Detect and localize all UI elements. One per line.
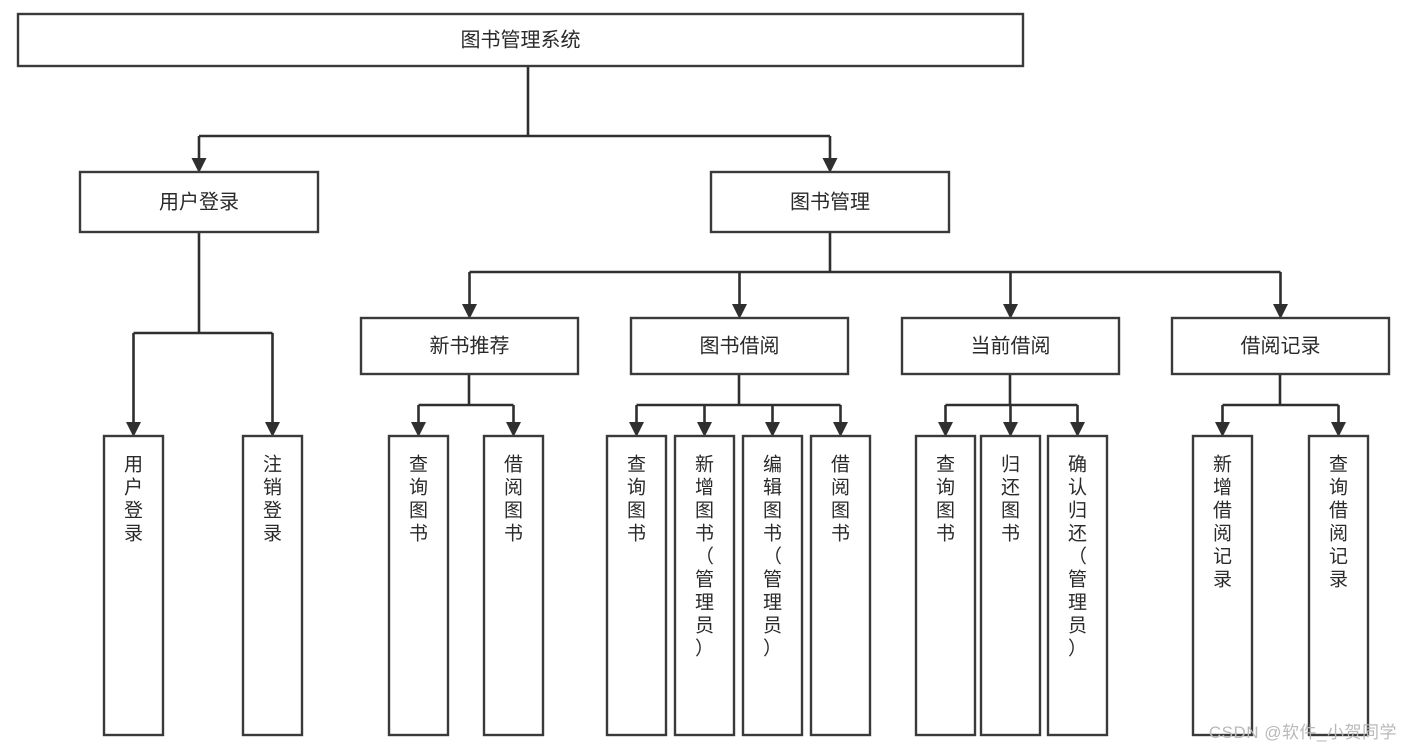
node-layer: 图书管理系统用户登录图书管理新书推荐图书借阅当前借阅借阅记录用户登录注销登录查询…: [16, 12, 1391, 737]
node-label-leaf-edit-book-admin: 编辑图书（管理员）: [763, 454, 782, 660]
node-box-book-borrow[interactable]: [629, 316, 850, 376]
node-leaf-logout-login[interactable]: 注销登录: [241, 434, 304, 737]
node-leaf-add-book-admin[interactable]: 新增图书（管理员）: [673, 434, 736, 737]
node-box-leaf-add-borrow-record[interactable]: [1191, 434, 1254, 737]
node-label-leaf-add-borrow-record: 新增借阅记录: [1213, 454, 1232, 591]
node-box-current-borrow[interactable]: [900, 316, 1121, 376]
node-label-borrow-record: 借阅记录: [1241, 334, 1321, 357]
node-label-leaf-confirm-return-admin: 确认归还（管理员）: [1068, 454, 1087, 660]
node-label-leaf-return-book: 归还图书: [1001, 454, 1020, 545]
node-box-leaf-borrow-book[interactable]: [809, 434, 872, 737]
node-box-borrow-record[interactable]: [1170, 316, 1391, 376]
node-label-new-book-recommend: 新书推荐: [430, 334, 510, 357]
node-box-leaf-query-book-borrow[interactable]: [605, 434, 668, 737]
csdn-watermark: CSDN @软件_小贺同学: [1208, 723, 1397, 742]
connector-group-new-book-recommend: [411, 374, 521, 437]
node-book-manage[interactable]: 图书管理: [709, 170, 951, 234]
node-label-root: 图书管理系统: [461, 28, 581, 51]
connector-group-book-manage: [462, 232, 1288, 319]
node-leaf-user-login[interactable]: 用户登录: [102, 434, 165, 737]
node-box-leaf-query-book-current[interactable]: [914, 434, 977, 737]
node-current-borrow[interactable]: 当前借阅: [900, 316, 1121, 376]
node-box-root[interactable]: [16, 12, 1025, 68]
node-box-leaf-query-borrow-record[interactable]: [1307, 434, 1370, 737]
node-leaf-query-book-current[interactable]: 查询图书: [914, 434, 977, 737]
node-new-book-recommend[interactable]: 新书推荐: [359, 316, 580, 376]
node-box-leaf-borrow-book-recommend[interactable]: [482, 434, 545, 737]
node-box-new-book-recommend[interactable]: [359, 316, 580, 376]
node-label-leaf-query-book-recommend: 查询图书: [409, 454, 428, 545]
node-leaf-query-book-borrow[interactable]: 查询图书: [605, 434, 668, 737]
node-label-book-manage: 图书管理: [790, 190, 870, 213]
node-label-leaf-borrow-book: 借阅图书: [831, 454, 850, 545]
node-user-login[interactable]: 用户登录: [78, 170, 320, 234]
node-leaf-add-borrow-record[interactable]: 新增借阅记录: [1191, 434, 1254, 737]
node-box-book-manage[interactable]: [709, 170, 951, 234]
node-box-leaf-return-book[interactable]: [979, 434, 1042, 737]
node-label-leaf-user-login: 用户登录: [124, 455, 143, 545]
node-box-leaf-user-login[interactable]: [102, 434, 165, 737]
node-leaf-query-borrow-record[interactable]: 查询借阅记录: [1307, 434, 1370, 737]
connector-group-user-login: [126, 232, 280, 437]
connector-group-book-borrow: [629, 374, 848, 437]
node-leaf-borrow-book[interactable]: 借阅图书: [809, 434, 872, 737]
node-label-leaf-borrow-book-recommend: 借阅图书: [504, 454, 523, 545]
node-box-user-login[interactable]: [78, 170, 320, 234]
node-label-leaf-query-book-borrow: 查询图书: [627, 454, 646, 545]
node-leaf-borrow-book-recommend[interactable]: 借阅图书: [482, 434, 545, 737]
node-label-leaf-query-borrow-record: 查询借阅记录: [1329, 454, 1348, 591]
node-box-leaf-add-book-admin[interactable]: [673, 434, 736, 737]
node-box-leaf-query-book-recommend[interactable]: [387, 434, 450, 737]
node-root[interactable]: 图书管理系统: [16, 12, 1025, 68]
connector-group-borrow-record: [1215, 374, 1346, 437]
node-leaf-return-book[interactable]: 归还图书: [979, 434, 1042, 737]
node-leaf-query-book-recommend[interactable]: 查询图书: [387, 434, 450, 737]
node-leaf-confirm-return-admin[interactable]: 确认归还（管理员）: [1046, 434, 1109, 737]
node-book-borrow[interactable]: 图书借阅: [629, 316, 850, 376]
node-label-leaf-query-book-current: 查询图书: [936, 454, 955, 545]
connector-group-current-borrow: [938, 374, 1085, 437]
node-box-leaf-edit-book-admin[interactable]: [741, 434, 804, 737]
node-borrow-record[interactable]: 借阅记录: [1170, 316, 1391, 376]
node-label-book-borrow: 图书借阅: [700, 334, 780, 357]
node-label-leaf-logout-login: 注销登录: [263, 454, 282, 545]
node-leaf-edit-book-admin[interactable]: 编辑图书（管理员）: [741, 434, 804, 737]
node-label-current-borrow: 当前借阅: [971, 334, 1051, 357]
connector-layer: [126, 66, 1346, 437]
connector-group-root: [191, 66, 838, 173]
node-box-leaf-confirm-return-admin[interactable]: [1046, 434, 1109, 737]
node-label-leaf-add-book-admin: 新增图书（管理员）: [695, 454, 714, 660]
node-label-user-login: 用户登录: [159, 190, 239, 213]
node-box-leaf-logout-login[interactable]: [241, 434, 304, 737]
